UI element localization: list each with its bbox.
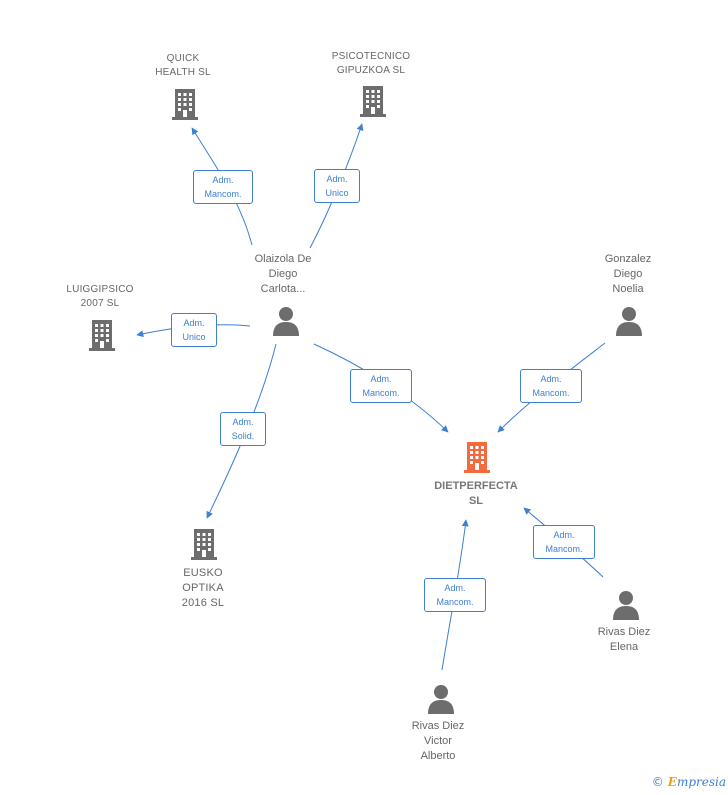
person-icon[interactable]: [611, 590, 641, 620]
person-icon[interactable]: [271, 306, 301, 336]
node-label-rivas-victor: Rivas Diez Victor Alberto: [411, 720, 465, 762]
relation-label-adm-mancom[interactable]: Adm. Mancom.: [193, 170, 253, 204]
relation-label-adm-unico[interactable]: Adm. Unico: [314, 169, 360, 203]
person-icon[interactable]: [426, 684, 456, 714]
building-icon[interactable]: [169, 87, 201, 121]
building-icon[interactable]: [357, 84, 389, 118]
node-label-olaizola: Olaizola De Diego Carlota...: [254, 253, 312, 295]
node-label-psicotecnico: PSICOTECNICO GIPUZKOA SL: [331, 51, 411, 76]
node-label-rivas-elena: Rivas Diez Elena: [597, 626, 651, 653]
relation-label-adm-mancom[interactable]: Adm. Mancom.: [520, 369, 582, 403]
node-label-luiggipsico: LUIGGIPSICO 2007 SL: [66, 284, 134, 309]
building-icon[interactable]: [86, 318, 118, 352]
building-icon[interactable]: [461, 440, 493, 474]
building-icon[interactable]: [188, 527, 220, 561]
copyright-symbol: ©: [651, 775, 664, 789]
brand-initial: E: [667, 775, 677, 789]
relation-label-adm-unico[interactable]: Adm. Unico: [171, 313, 217, 347]
relation-label-adm-mancom[interactable]: Adm. Mancom.: [350, 369, 412, 403]
relation-label-adm-solid[interactable]: Adm. Solid.: [220, 412, 266, 446]
node-label-eusko-optika: EUSKO OPTIKA 2016 SL: [181, 567, 225, 609]
relation-label-adm-mancom[interactable]: Adm. Mancom.: [533, 525, 595, 559]
node-label-dietperfecta: DIETPERFECTA SL: [434, 480, 518, 507]
brand-name: mpresia: [676, 775, 726, 789]
node-label-gonzalez: Gonzalez Diego Noelia: [604, 253, 652, 295]
node-label-quick-health: QUICK HEALTH SL: [155, 53, 211, 78]
copyright-footer: ©Empresia: [652, 775, 726, 789]
relation-label-adm-mancom[interactable]: Adm. Mancom.: [424, 578, 486, 612]
person-icon[interactable]: [614, 306, 644, 336]
